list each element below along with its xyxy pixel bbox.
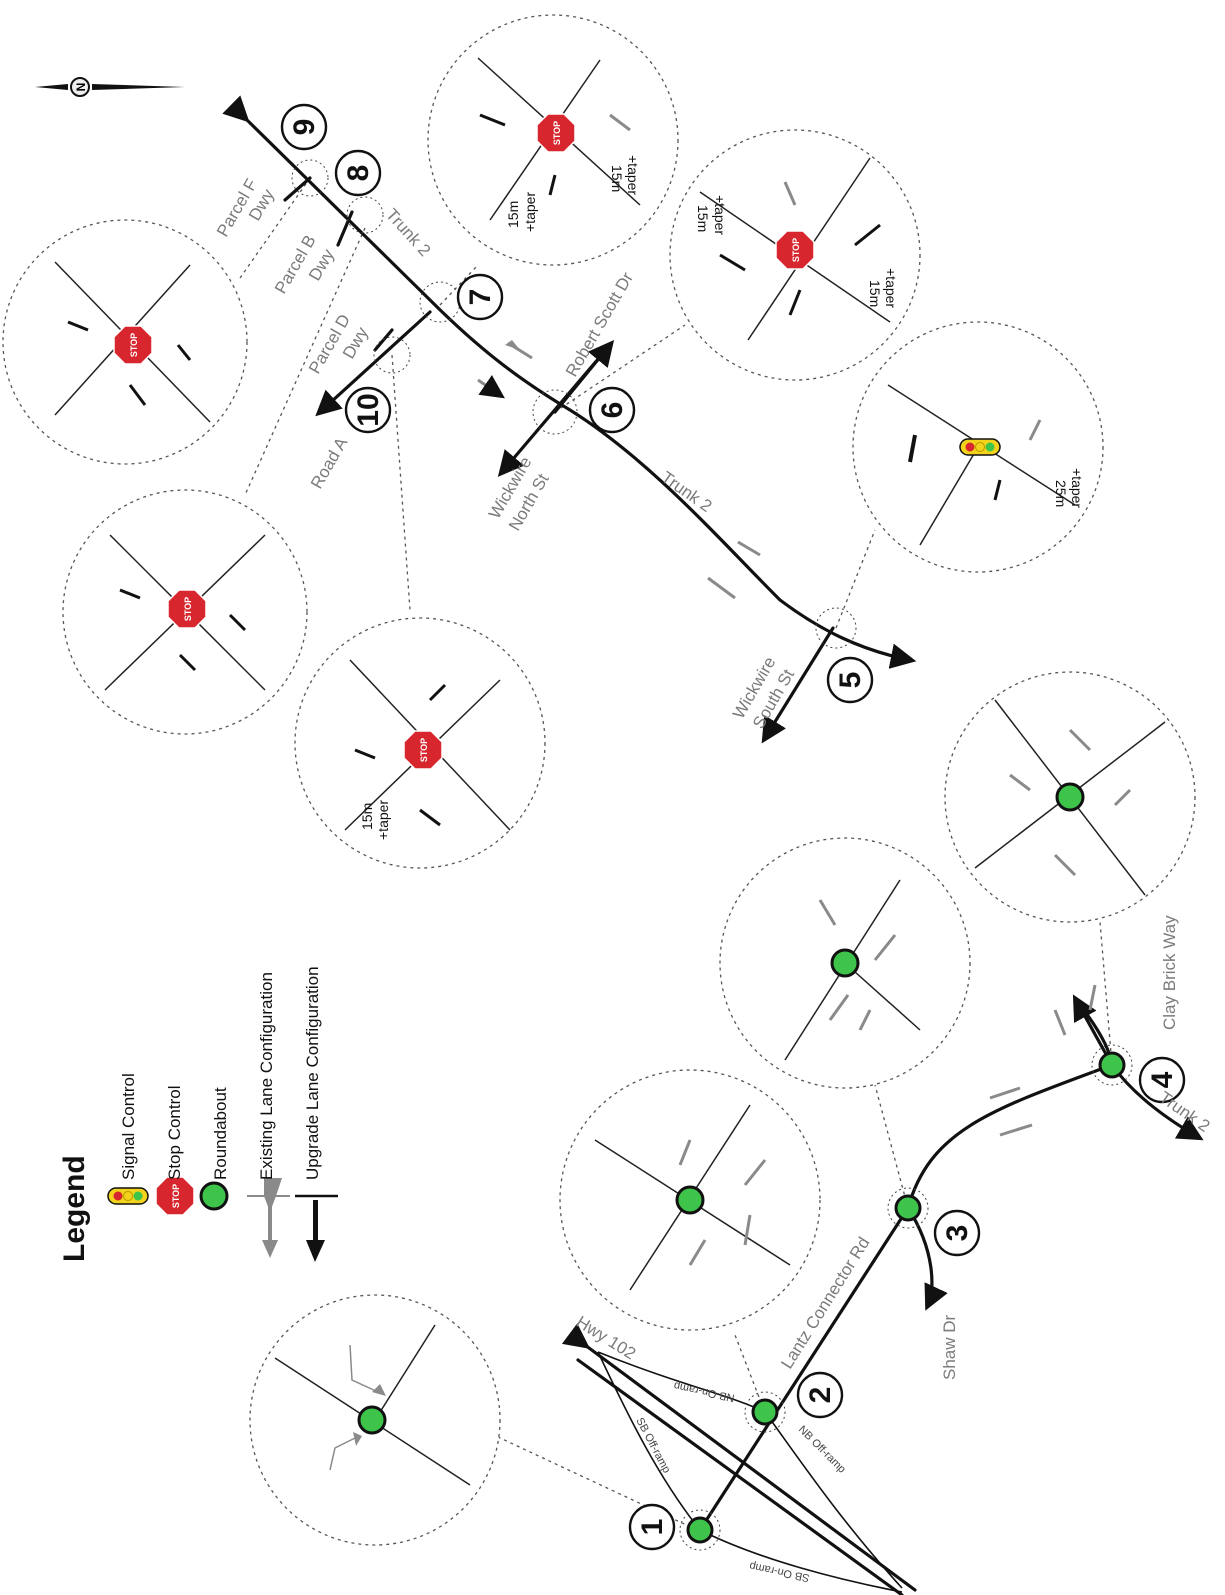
detail-intersection-7: STOP 15m +taper 15m +taper — [427, 14, 679, 266]
intersection-numbers: 1 2 3 4 5 6 7 8 9 10 — [280, 103, 1186, 1551]
svg-text:15m: 15m — [867, 280, 883, 307]
label-nb-off-ramp: NB Off-ramp — [796, 1424, 848, 1476]
stop-sign-icon: STOP — [536, 113, 576, 153]
svg-text:5: 5 — [834, 672, 867, 689]
label-road-a: Road A — [307, 434, 352, 492]
svg-text:+taper: +taper — [375, 800, 391, 840]
stop-sign-text: STOP — [171, 1184, 181, 1208]
label-clay-brick-way: Clay Brick Way — [1160, 915, 1179, 1030]
svg-text:+taper: +taper — [625, 155, 641, 195]
detail-intersection-2 — [559, 1069, 821, 1331]
existing-lane-arrow-icon — [247, 1178, 290, 1258]
svg-text:STOP: STOP — [791, 238, 801, 262]
svg-text:4: 4 — [1146, 1071, 1179, 1088]
north-letter: N — [74, 83, 88, 92]
stop-sign-icon: STOP — [403, 730, 443, 770]
traffic-signal-icon — [107, 1187, 149, 1205]
stop-sign-icon: STOP — [775, 230, 815, 270]
svg-text:STOP: STOP — [183, 597, 193, 621]
intersection-number-7: 7 — [456, 273, 504, 321]
legend-signal-label: Signal Control — [119, 1073, 138, 1180]
detail-intersection-9: STOP — [2, 219, 248, 465]
detail-intersection-6: STOP 15m +taper 15m +taper — [669, 129, 921, 381]
legend-upgrade-label: Upgrade Lane Configuration — [303, 966, 322, 1180]
label-robert-scott: Robert Scott Dr — [562, 269, 637, 380]
corridor-lane-arrows — [477, 340, 1097, 1137]
intersection-number-4: 4 — [1138, 1056, 1186, 1104]
svg-text:STOP: STOP — [129, 333, 139, 357]
legend-roundabout-label: Roundabout — [211, 1087, 230, 1180]
detail-intersection-10: STOP 15m +taper — [294, 617, 546, 869]
intersection-number-9: 9 — [280, 103, 328, 151]
roundabout-icon — [199, 1181, 229, 1211]
svg-text:10: 10 — [352, 393, 385, 426]
intersection-number-1: 1 — [628, 1503, 676, 1551]
stop-sign-icon: STOP — [113, 325, 153, 365]
road-network — [222, 95, 1204, 1595]
svg-text:STOP: STOP — [419, 738, 429, 762]
detail-intersection-3 — [719, 837, 971, 1089]
north-arrow: N — [35, 77, 185, 97]
roundabout-node-2 — [751, 1398, 779, 1426]
detail-intersection-4 — [944, 671, 1196, 923]
intersection-number-3: 3 — [933, 1209, 981, 1257]
svg-text:9: 9 — [288, 119, 321, 136]
roundabout-node-1 — [686, 1516, 714, 1544]
intersection-number-5: 5 — [826, 656, 874, 704]
svg-text:15m: 15m — [609, 165, 625, 192]
detail-intersection-8: STOP — [62, 489, 308, 735]
svg-text:6: 6 — [596, 402, 629, 419]
i5-storage-length: 25m — [1053, 480, 1069, 507]
traffic-signal-icon — [959, 438, 1001, 456]
roundabout-node-4 — [1098, 1051, 1126, 1079]
legend-stop-label: Stop Control — [165, 1086, 184, 1181]
intersection-number-8: 8 — [334, 149, 382, 197]
i5-storage-taper: +taper — [1069, 468, 1085, 508]
svg-text:1: 1 — [636, 1519, 669, 1536]
svg-text:15m: 15m — [505, 201, 521, 228]
intersection-number-10: 10 — [344, 386, 392, 434]
upgrade-lane-arrow-icon — [295, 1194, 338, 1262]
svg-text:2: 2 — [804, 1387, 837, 1404]
label-shaw-dr: Shaw Dr — [940, 1314, 959, 1380]
detail-intersection-5: 25m +taper — [852, 321, 1104, 573]
legend-title: Legend — [58, 1155, 91, 1262]
svg-text:15m: 15m — [695, 205, 711, 232]
label-sb-on-ramp: SB On-ramp — [748, 1559, 810, 1583]
label-trunk-2-north: Trunk 2 — [382, 205, 434, 260]
stop-sign-icon: STOP — [167, 589, 207, 629]
svg-text:+taper: +taper — [522, 192, 538, 232]
stop-sign-icon: STOP — [155, 1176, 195, 1216]
legend: Legend Signal Control STOP Stop Control … — [58, 966, 338, 1262]
legend-existing-label: Existing Lane Configuration — [257, 972, 276, 1180]
label-trunk-2-mid: Trunk 2 — [658, 468, 716, 516]
svg-text:STOP: STOP — [552, 121, 562, 145]
roundabout-node-3 — [894, 1194, 922, 1222]
svg-text:+taper: +taper — [883, 268, 899, 308]
svg-text:+taper: +taper — [712, 195, 728, 235]
intersection-number-2: 2 — [796, 1371, 844, 1419]
svg-text:15m: 15m — [359, 803, 375, 830]
svg-text:7: 7 — [464, 289, 497, 306]
detail-intersection-1 — [249, 1294, 501, 1546]
svg-text:8: 8 — [342, 165, 375, 182]
intersection-number-6: 6 — [588, 386, 636, 434]
label-nb-on-ramp: NB On-ramp — [673, 1379, 736, 1404]
svg-text:3: 3 — [941, 1225, 974, 1242]
